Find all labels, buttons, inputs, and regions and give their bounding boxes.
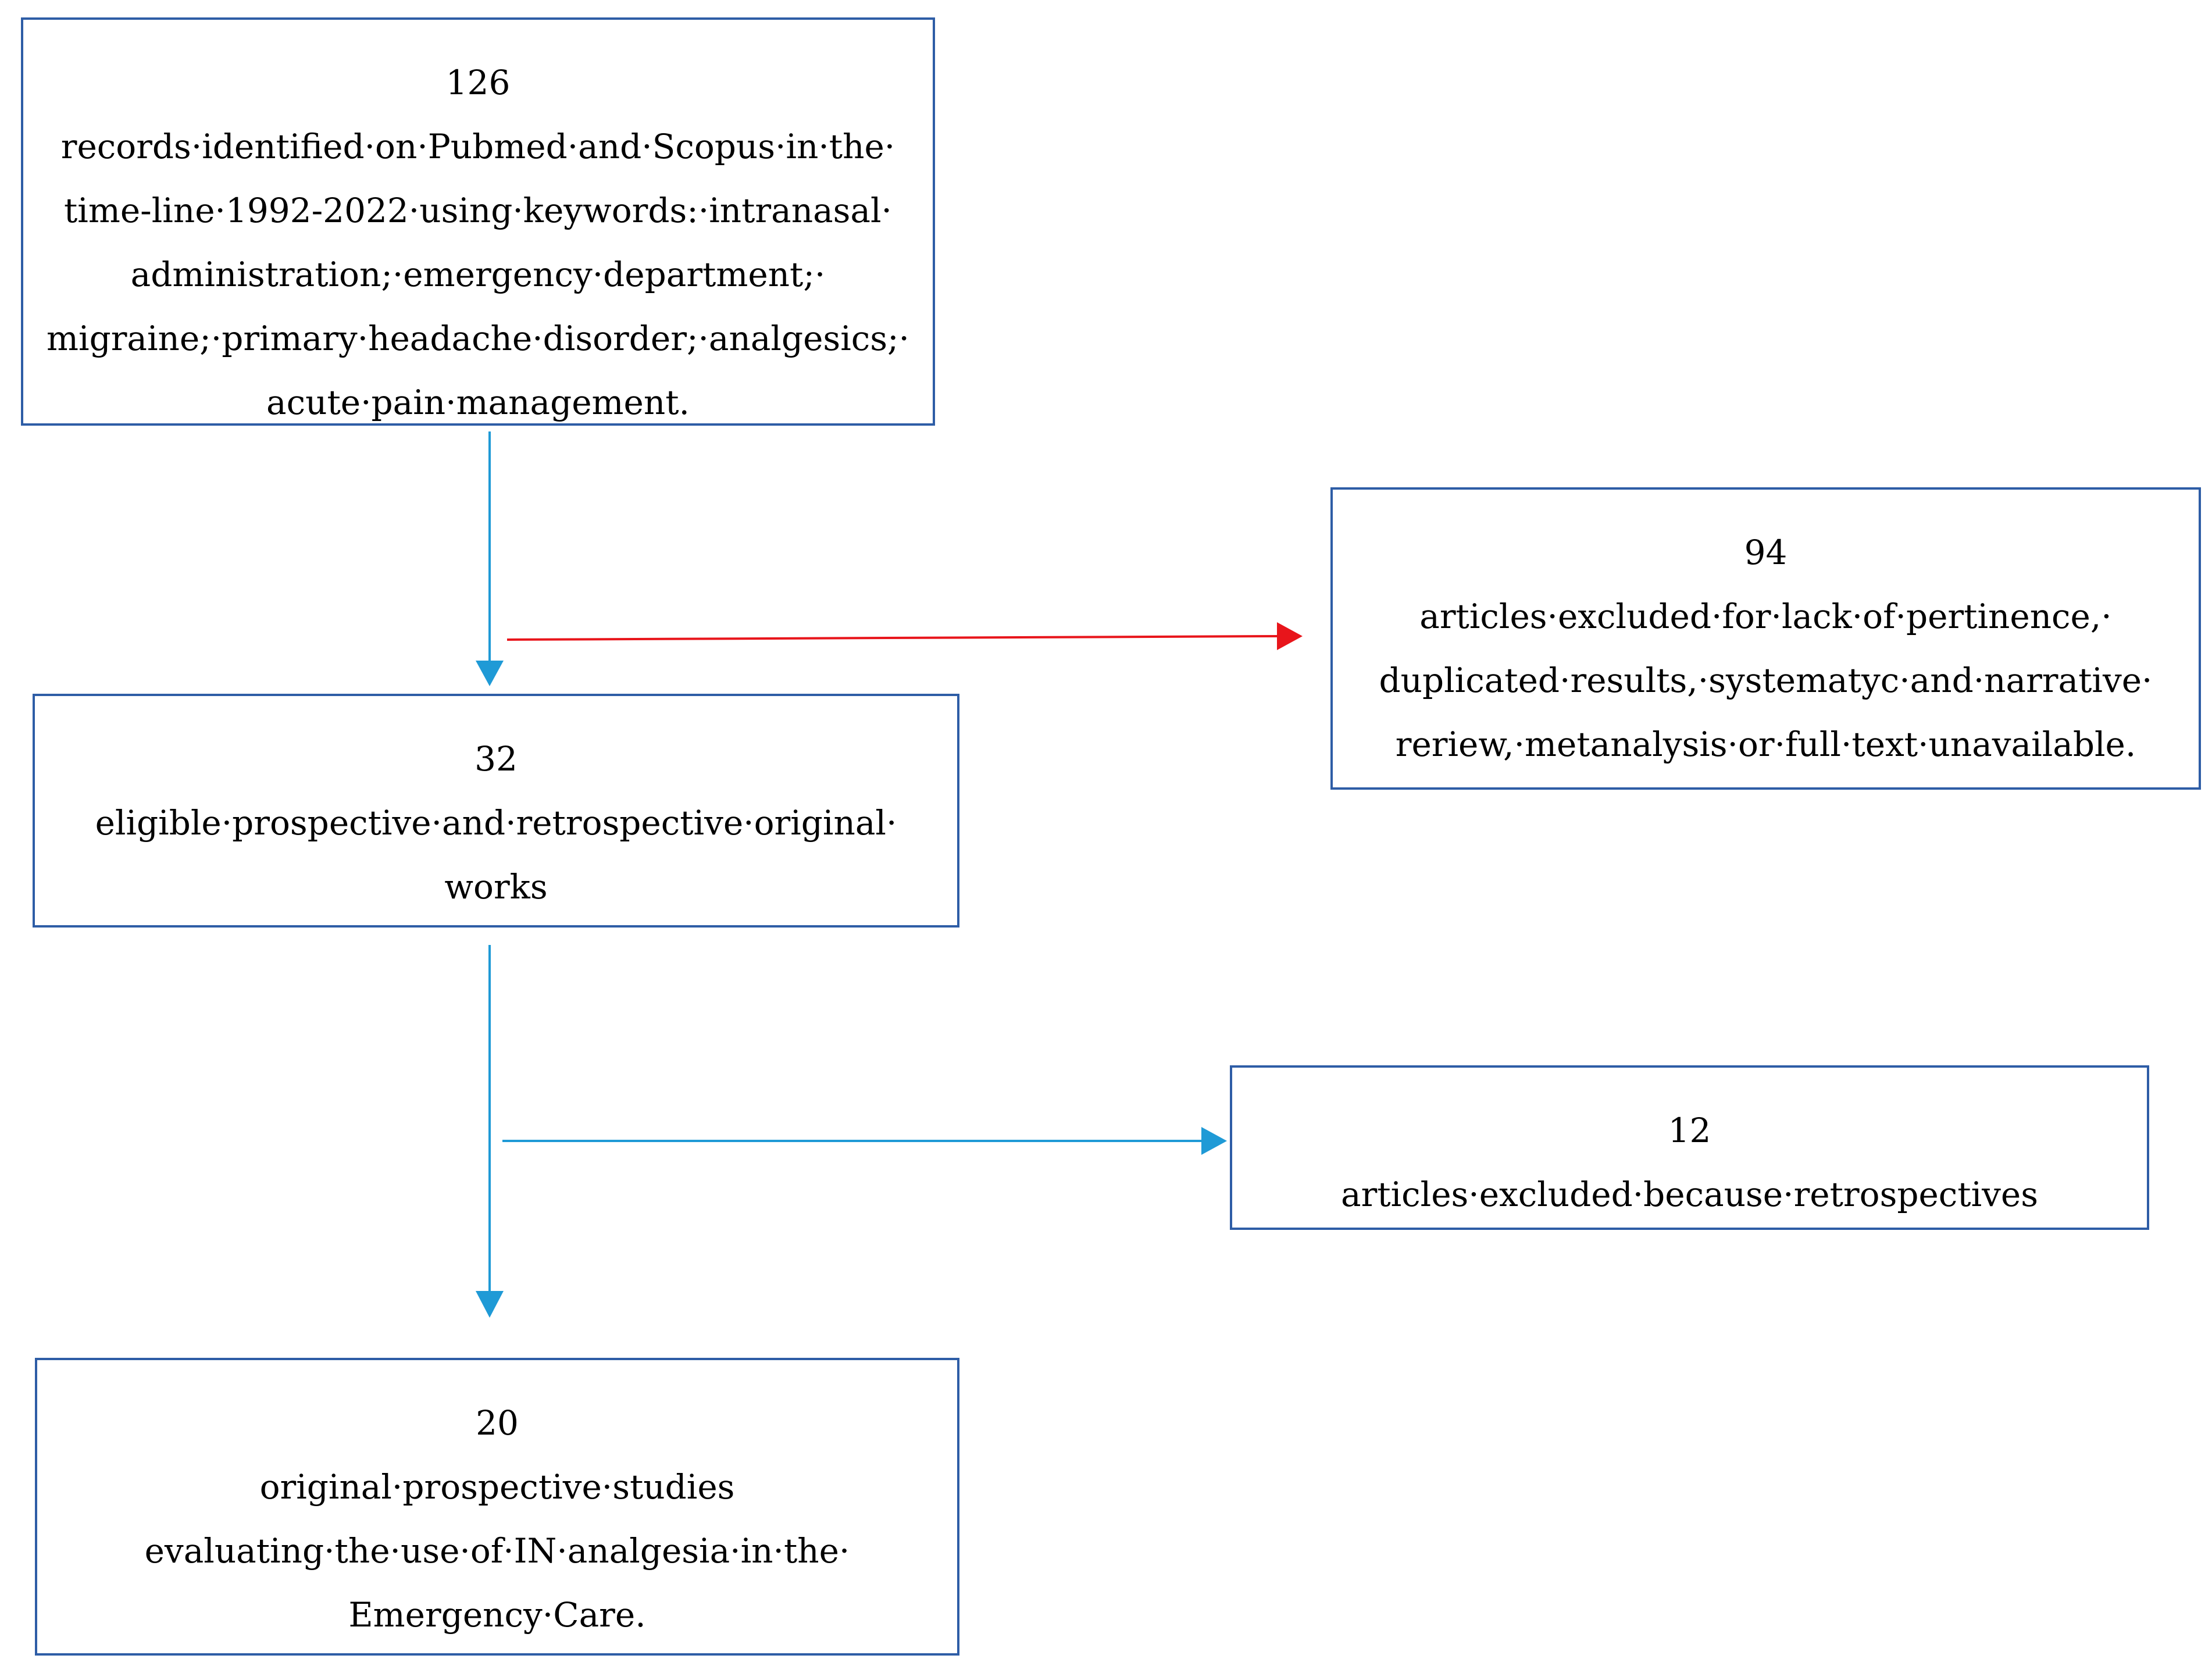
- eligible-works-box: 32 eligible·prospective·and·retrospectiv…: [33, 694, 959, 928]
- excluded-94-count: 94: [1744, 533, 1788, 572]
- records-identified-box: 126 records·identified·on·Pubmed·and·Sco…: [21, 17, 935, 426]
- eligible-count: 32: [474, 739, 518, 779]
- arrow-records-to-eligible: [476, 431, 504, 686]
- arrow-eligible-to-final: [476, 945, 504, 1318]
- eligible-line-2: works: [444, 867, 548, 907]
- records-line-1: records·identified·on·Pubmed·and·Scopus·…: [60, 127, 895, 166]
- records-line-4: migraine;·primary·headache·disorder;·ana…: [47, 319, 909, 358]
- final-line-2: evaluating·the·use·of·IN·analgesia·in·th…: [144, 1531, 850, 1571]
- excluded-94-line-2: duplicated·results,·systematyc·and·narra…: [1379, 661, 2153, 700]
- arrow-to-excluded-94: [506, 622, 1303, 650]
- excluded-12-line-1: articles·excluded·because·retrospectives: [1341, 1175, 2038, 1214]
- final-studies-box: 20 original·prospective·studies evaluati…: [35, 1358, 959, 1656]
- records-line-2: time-line·1992-2022·using·keywords:·intr…: [63, 191, 892, 230]
- excluded-94-box: 94 articles·excluded·for·lack·of·pertine…: [1330, 487, 2201, 790]
- excluded-94-line-1: articles·excluded·for·lack·of·pertinence…: [1419, 597, 2112, 636]
- records-line-3: administration;·emergency·department;·: [130, 255, 826, 294]
- eligible-line-1: eligible·prospective·and·retrospective·o…: [95, 803, 897, 843]
- excluded-12-box: 12 articles·excluded·because·retrospecti…: [1230, 1065, 2149, 1230]
- final-count: 20: [476, 1403, 519, 1443]
- final-line-3: Emergency·Care.: [348, 1595, 646, 1635]
- records-count: 126: [445, 63, 511, 102]
- excluded-94-line-3: reriew,·metanalysis·or·full·text·unavail…: [1395, 725, 2136, 764]
- excluded-12-count: 12: [1668, 1111, 1711, 1150]
- records-line-5: acute·pain·management.: [266, 383, 690, 422]
- arrow-to-excluded-12: [502, 1127, 1227, 1155]
- final-line-1: original·prospective·studies: [259, 1467, 735, 1507]
